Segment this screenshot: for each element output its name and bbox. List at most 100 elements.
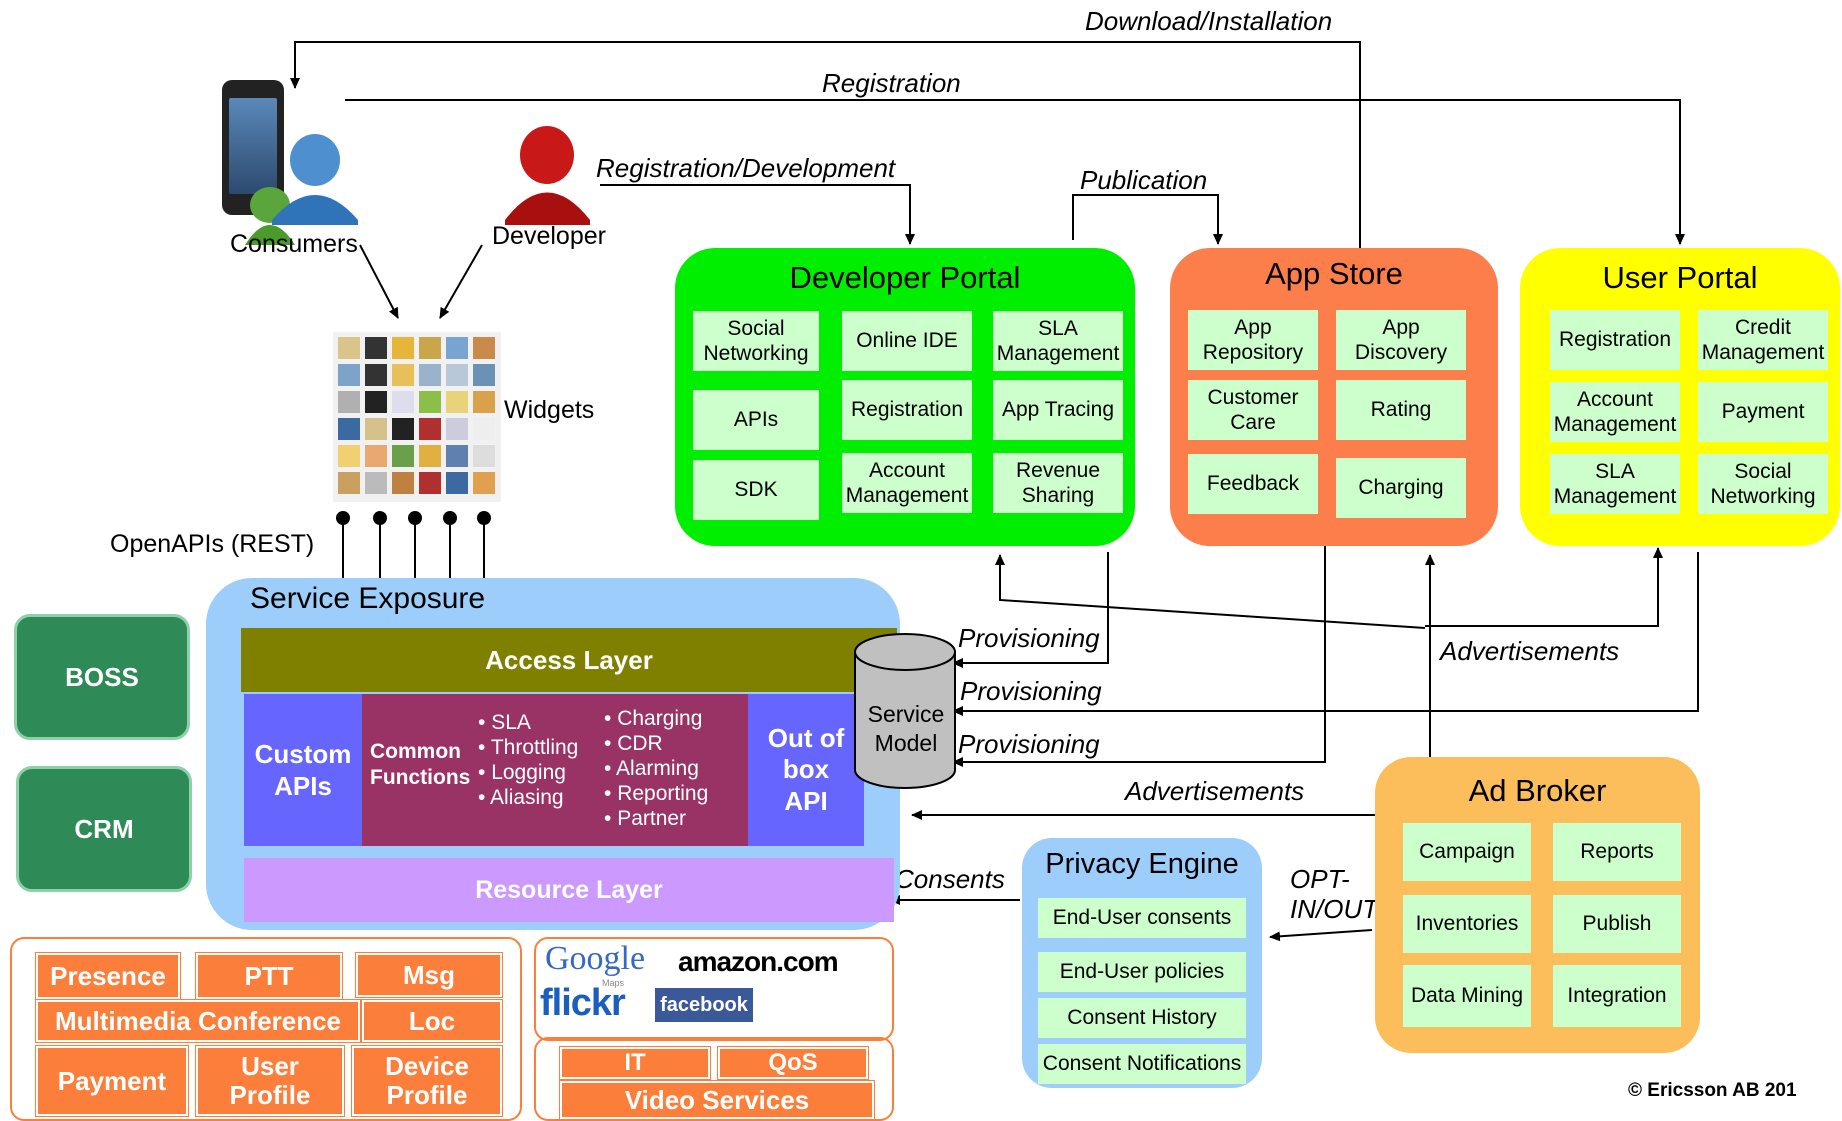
dev-sla-management[interactable]: SLA Management [993, 311, 1123, 371]
service-exposure-panel: Service Exposure Access Layer Custom API… [206, 578, 900, 930]
ad-broker-title: Ad Broker [1468, 773, 1607, 808]
crm-box[interactable]: CRM [16, 766, 192, 892]
qos-box[interactable]: QoS [718, 1047, 868, 1079]
facebook-logo[interactable]: facebook [655, 988, 753, 1022]
user-account-management[interactable]: Account Management [1550, 382, 1680, 442]
access-layer[interactable]: Access Layer [241, 628, 897, 692]
consumers-widgets-arrow [359, 244, 399, 319]
boss-box[interactable]: BOSS [14, 614, 190, 740]
privacy-engine-panel: Privacy Engine End-User consents End-Use… [1022, 838, 1262, 1088]
publication-arrow [1072, 194, 1223, 245]
ad-reports[interactable]: Reports [1553, 823, 1681, 881]
provisioning-label-2: Provisioning [960, 676, 1102, 706]
it-box[interactable]: IT [560, 1047, 710, 1079]
dev-social-networking[interactable]: Social Networking [693, 311, 819, 371]
developer-widgets-arrow [439, 244, 483, 319]
amazon-logo[interactable]: amazon.com [678, 946, 839, 977]
custom-apis[interactable]: Custom APIs [244, 694, 362, 846]
dev-registration[interactable]: Registration [842, 380, 972, 440]
consumers-label: Consumers [230, 230, 358, 258]
privacy-consent-history[interactable]: Consent History [1038, 998, 1246, 1038]
bullet-item: Throttling [478, 735, 579, 760]
bullet-item: Alarming [604, 756, 708, 781]
flickr-logo[interactable]: flickr [540, 982, 626, 1024]
ad-publish[interactable]: Publish [1553, 895, 1681, 953]
dev-revenue-sharing[interactable]: Revenue Sharing [993, 453, 1123, 513]
regdev-label: Registration/Development [596, 153, 896, 183]
registration-arrow [345, 99, 1685, 245]
opt-arrow [1269, 929, 1373, 942]
user-registration[interactable]: Registration [1550, 310, 1680, 370]
user-payment[interactable]: Payment [1698, 382, 1828, 442]
widgets-label: Widgets [504, 396, 595, 424]
user-profile-enabler[interactable]: User Profile [196, 1046, 344, 1116]
app-store-title: App Store [1265, 256, 1403, 291]
bullet-item: CDR [604, 731, 708, 756]
download-label: Download/Installation [1085, 6, 1333, 36]
publication-label: Publication [1080, 165, 1208, 195]
payment-enabler[interactable]: Payment [36, 1046, 188, 1116]
privacy-consent-notifications[interactable]: Consent Notifications [1038, 1044, 1246, 1084]
widgets-grid-icon[interactable] [333, 332, 501, 502]
resource-layer[interactable]: Resource Layer [244, 858, 894, 922]
bullet-item: Aliasing [478, 785, 578, 810]
download-arrow [290, 41, 1361, 250]
service-model-label[interactable]: Service Model [867, 701, 945, 756]
consents-label: Consents [895, 864, 1005, 894]
ptt-enabler[interactable]: PTT [196, 953, 342, 999]
common-functions-box[interactable]: Common Functions SLA Throttling Logging … [362, 694, 748, 846]
dev-apis[interactable]: APIs [693, 390, 819, 450]
ad-campaign[interactable]: Campaign [1403, 823, 1531, 881]
store-customer-care[interactable]: Customer Care [1188, 380, 1318, 440]
dev-app-tracing[interactable]: App Tracing [993, 380, 1123, 440]
bullet-item: Logging [478, 760, 578, 785]
registration-label: Registration [822, 68, 961, 98]
bullet-item: Partner [604, 806, 708, 831]
copyright-text: © Ericsson AB 201 [1628, 1080, 1797, 1101]
regdev-arrow [600, 184, 915, 245]
dev-online-ide[interactable]: Online IDE [842, 311, 972, 371]
provisioning-arrow-1 [952, 552, 1109, 668]
common-functions-bullets-right: Charging CDR Alarming Reporting Partner [604, 706, 708, 831]
privacy-engine-title: Privacy Engine [1045, 848, 1239, 880]
google-logo[interactable]: Google [545, 940, 646, 977]
ad-inventories[interactable]: Inventories [1403, 895, 1531, 953]
phone-icon [222, 80, 284, 215]
provisioning-arrow-3 [952, 538, 1326, 767]
ad-integration[interactable]: Integration [1553, 965, 1681, 1027]
user-portal-panel: User Portal Registration Credit Manageme… [1520, 248, 1840, 546]
developer-label: Developer [492, 222, 606, 250]
multimedia-conference-enabler[interactable]: Multimedia Conference [36, 1000, 360, 1042]
dev-sdk[interactable]: SDK [693, 460, 819, 520]
store-app-discovery[interactable]: App Discovery [1336, 310, 1466, 370]
developer-portal-panel: Developer Portal Social Networking Onlin… [675, 248, 1135, 546]
app-store-panel: App Store App Repository App Discovery C… [1170, 248, 1498, 546]
user-social-networking[interactable]: Social Networking [1698, 454, 1828, 514]
device-profile-enabler[interactable]: Device Profile [352, 1046, 502, 1116]
loc-enabler[interactable]: Loc [362, 1000, 502, 1042]
out-of-box-api[interactable]: Out of box API [748, 694, 864, 846]
user-sla-management[interactable]: SLA Management [1550, 454, 1680, 514]
developer-portal-title: Developer Portal [789, 260, 1021, 295]
privacy-end-user-policies[interactable]: End-User policies [1038, 952, 1246, 992]
google-maps-caption: Maps [602, 978, 625, 988]
openapis-label: OpenAPIs (REST) [110, 530, 315, 558]
common-functions-label: Common Functions [370, 740, 471, 789]
store-charging[interactable]: Charging [1336, 458, 1466, 518]
video-services-box[interactable]: Video Services [560, 1081, 874, 1119]
user-credit-management[interactable]: Credit Management [1698, 310, 1828, 370]
presence-enabler[interactable]: Presence [36, 953, 180, 999]
msg-enabler[interactable]: Msg [356, 953, 502, 997]
advertisements-label-2: Advertisements [1125, 776, 1305, 806]
provisioning-label-1: Provisioning [958, 623, 1100, 653]
store-feedback[interactable]: Feedback [1188, 454, 1318, 514]
dev-account-management[interactable]: Account Management [842, 453, 972, 513]
ad-broker-panel: Ad Broker Campaign Reports Inventories P… [1375, 757, 1700, 1053]
provisioning-label-3: Provisioning [958, 729, 1100, 759]
advertisements-label-1: Advertisements [1440, 636, 1620, 666]
store-rating[interactable]: Rating [1336, 380, 1466, 440]
ad-data-mining[interactable]: Data Mining [1403, 965, 1531, 1027]
privacy-end-user-consents[interactable]: End-User consents [1038, 898, 1246, 938]
provisioning-arrow-2 [952, 552, 1699, 716]
store-app-repository[interactable]: App Repository [1188, 310, 1318, 370]
